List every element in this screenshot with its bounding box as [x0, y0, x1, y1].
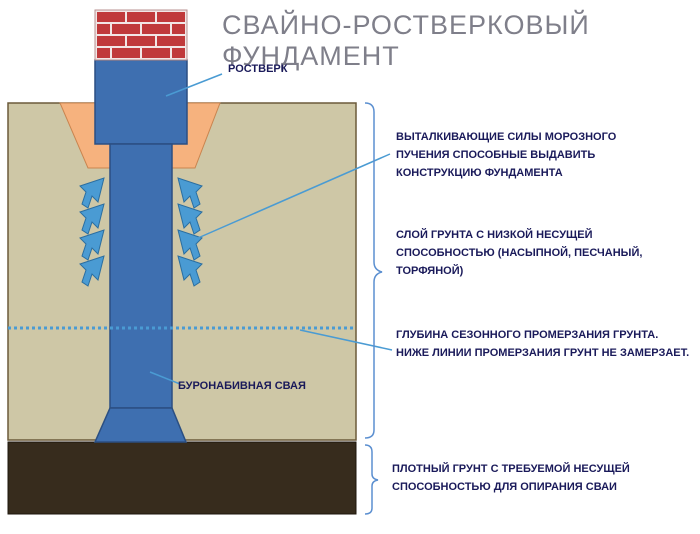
arrow-up-icon — [79, 229, 105, 261]
arrow-up-icon — [177, 203, 203, 235]
pile-foot — [93, 407, 188, 443]
arrow-up-icon — [79, 203, 105, 235]
rostverk-block — [94, 59, 188, 145]
dense-soil-layer — [7, 441, 357, 515]
braces — [364, 102, 383, 515]
arrow-up-icon — [79, 255, 105, 287]
pile-shaft — [109, 143, 173, 409]
brace-dense-soil — [364, 444, 379, 515]
label-rostverk: РОСТВЕРК — [228, 63, 288, 75]
frost-arrows-left — [79, 177, 105, 287]
label-freeze-depth: ГЛУБИНА СЕЗОННОГО ПРОМЕРЗАНИЯ ГРУНТА. НИ… — [396, 329, 690, 359]
diagram-title: СВАЙНО-РОСТВЕРКОВЫЙ ФУНДАМЕНТ — [222, 10, 590, 71]
arrow-up-icon — [177, 229, 203, 261]
frost-arrows-right — [177, 177, 203, 287]
leader-freeze — [299, 329, 393, 351]
label-weak-soil: СЛОЙ ГРУНТА С НИЗКОЙ НЕСУЩЕЙ СПОСОБНОСТЬ… — [396, 229, 643, 277]
label-frost-forces: ВЫТАЛКИВАЮЩИЕ СИЛЫ МОРОЗНОГО ПУЧЕНИЯ СПО… — [396, 131, 617, 179]
arrow-up-icon — [79, 177, 105, 209]
leader-frost — [197, 153, 391, 239]
arrow-up-icon — [177, 255, 203, 287]
arrow-up-icon — [177, 177, 203, 209]
brace-weak-soil — [364, 102, 383, 439]
label-dense-soil: ПЛОТНЫЙ ГРУНТ С ТРЕБУЕМОЙ НЕСУЩЕЙ СПОСОБ… — [392, 463, 630, 493]
leader-lines — [149, 73, 393, 385]
label-pile: БУРОНАБИВНАЯ СВАЯ — [178, 380, 306, 392]
leader-rostverk — [165, 73, 223, 97]
brick-wall — [94, 9, 188, 61]
leader-pile — [149, 371, 181, 385]
